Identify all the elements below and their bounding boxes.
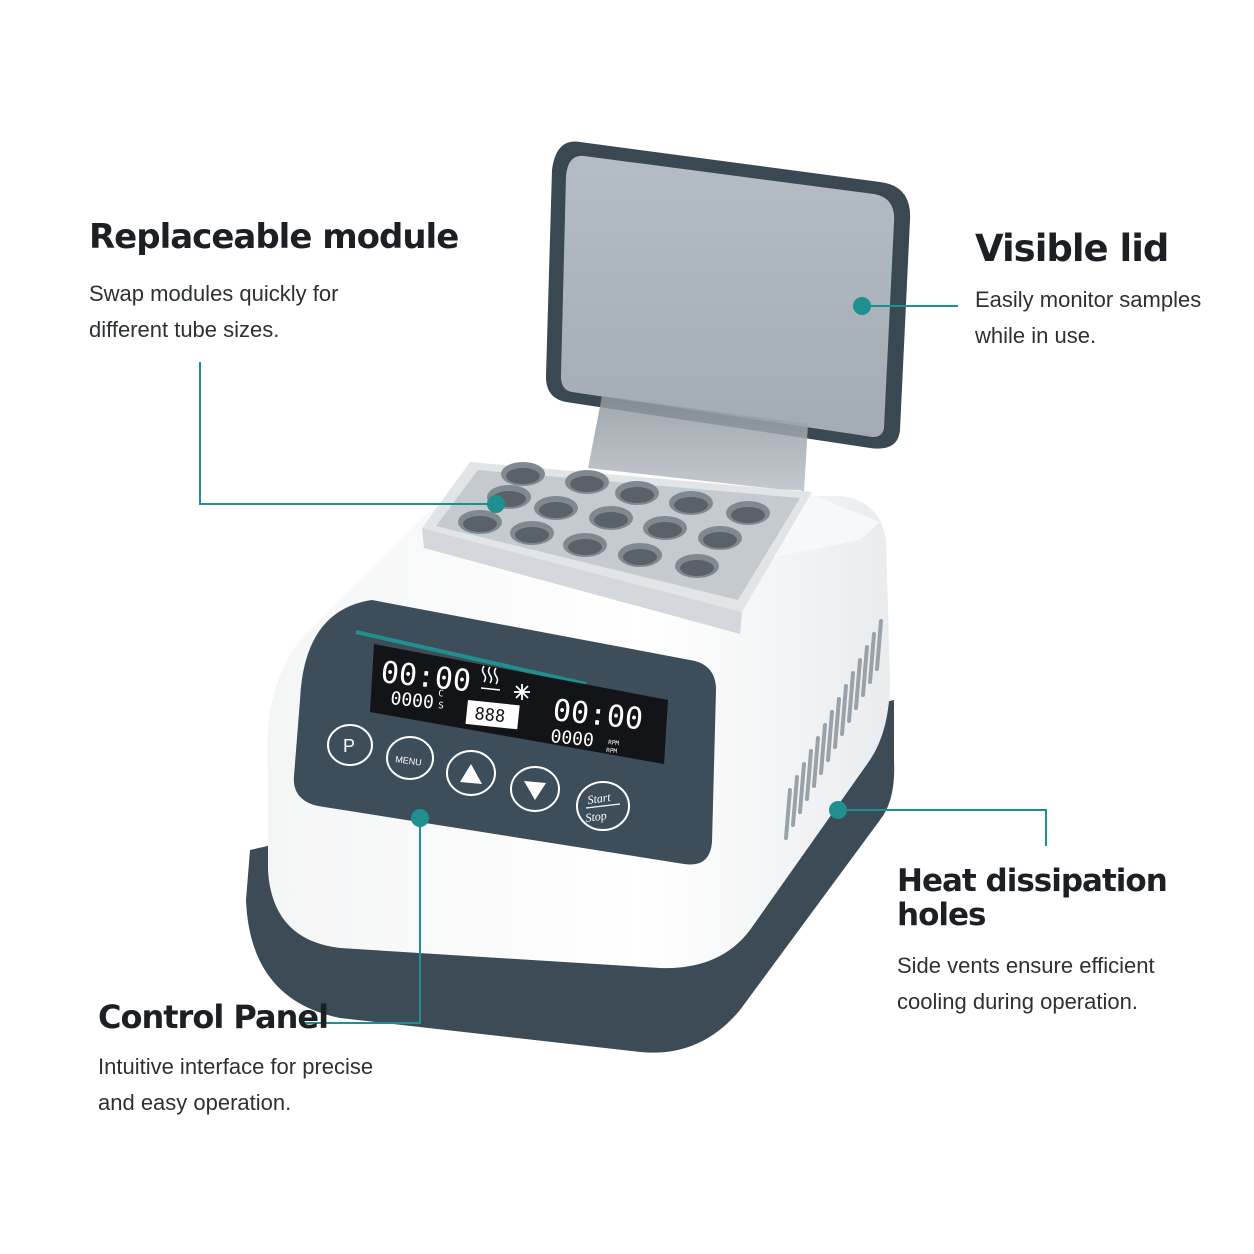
tube-wells bbox=[458, 462, 770, 578]
control-buttons: P MENU Start Stop bbox=[327, 724, 630, 831]
vent-slot bbox=[833, 697, 841, 749]
rpm-readout: 0000 bbox=[549, 726, 594, 751]
temp-unit-top: C bbox=[438, 689, 444, 700]
start-label: Start bbox=[586, 790, 612, 807]
control-panel bbox=[293, 600, 716, 865]
callout-heat-dissipation: Heat dissipation holes Side vents ensure… bbox=[897, 864, 1237, 1020]
panel-line-1: Intuitive interface for precise bbox=[98, 1054, 374, 1080]
tube-well-hole bbox=[620, 487, 654, 503]
p-button-label: P bbox=[343, 736, 355, 756]
tube-well-hole bbox=[515, 527, 549, 543]
heat-line-2: cooling during operation. bbox=[897, 989, 1138, 1015]
callout-dots bbox=[411, 297, 871, 827]
vent-slot bbox=[784, 788, 792, 840]
lid-line-2: while in use. bbox=[975, 322, 1097, 348]
triangle-up-icon bbox=[460, 764, 482, 784]
callout-replaceable-module: Replaceable module Swap modules quickly … bbox=[89, 217, 469, 348]
module-line-2: different tube sizes. bbox=[89, 317, 280, 343]
center-readout-box bbox=[465, 700, 520, 730]
callout-control-panel: Control Panel Intuitive interface for pr… bbox=[98, 998, 428, 1121]
vent-slot bbox=[805, 749, 813, 801]
panel-title: Control Panel bbox=[98, 998, 329, 1036]
tube-well-hole bbox=[568, 539, 602, 555]
lcd-screen bbox=[370, 644, 668, 764]
module-line-1: Swap modules quickly for bbox=[89, 281, 339, 307]
module-title: Replaceable module bbox=[89, 217, 459, 257]
vent-slot bbox=[861, 645, 869, 697]
vent-slot bbox=[791, 775, 799, 827]
triangle-down-icon bbox=[524, 781, 546, 800]
tube-well-hole bbox=[570, 476, 604, 492]
vent-slot bbox=[854, 658, 862, 710]
temperature-sub-readout: 0000 bbox=[389, 688, 434, 713]
lid bbox=[545, 141, 911, 492]
lid-title: Visible lid bbox=[975, 227, 1169, 270]
heat-title: Heat dissipation holes bbox=[897, 863, 1168, 934]
tube-well-hole bbox=[463, 516, 497, 532]
heat-icon bbox=[480, 665, 501, 691]
heat-dissipation-vents bbox=[784, 619, 883, 840]
vent-slot bbox=[826, 710, 834, 762]
panel-connector-line bbox=[303, 818, 421, 1024]
panel-description: Intuitive interface for precise and easy… bbox=[98, 1049, 428, 1121]
center-readout: 888 bbox=[473, 704, 506, 727]
tube-well-hole bbox=[703, 532, 737, 548]
heat-line-1: Side vents ensure efficient bbox=[897, 953, 1155, 979]
tube-well-hole bbox=[648, 522, 682, 538]
rpm-unit-top: RPM bbox=[608, 739, 620, 747]
vent-slot bbox=[868, 632, 876, 684]
start-stop-button[interactable]: Start Stop bbox=[576, 781, 630, 831]
tube-well-hole bbox=[680, 560, 714, 576]
module-description: Swap modules quickly for different tube … bbox=[89, 276, 469, 348]
tube-well-hole bbox=[674, 497, 708, 513]
callout-connectors bbox=[199, 305, 1047, 1024]
module-connector-line bbox=[199, 362, 496, 505]
heat-description: Side vents ensure efficient cooling duri… bbox=[897, 948, 1237, 1020]
p-button[interactable]: P bbox=[327, 724, 373, 766]
vent-slot bbox=[819, 723, 827, 775]
vent-slot bbox=[847, 671, 855, 723]
vent-slot bbox=[875, 619, 883, 671]
temp-unit-bottom: S bbox=[438, 701, 444, 712]
vent-slot bbox=[840, 684, 848, 736]
tube-well-hole bbox=[594, 512, 628, 528]
snowflake-icon bbox=[514, 684, 530, 700]
heat-dot bbox=[829, 801, 847, 819]
heat-connector-line bbox=[838, 809, 1047, 846]
tube-well-hole bbox=[731, 507, 765, 523]
module-dot bbox=[487, 495, 505, 513]
callout-visible-lid: Visible lid Easily monitor samples while… bbox=[975, 227, 1235, 354]
vent-slot bbox=[798, 762, 806, 814]
panel-line-2: and easy operation. bbox=[98, 1090, 292, 1116]
accent-line bbox=[355, 630, 587, 686]
tube-well-hole bbox=[623, 549, 657, 565]
up-button[interactable] bbox=[446, 750, 496, 796]
lid-line-1: Easily monitor samples bbox=[975, 286, 1202, 312]
stop-label: Stop bbox=[584, 808, 607, 825]
panel-dot bbox=[411, 809, 429, 827]
tube-well-hole bbox=[539, 502, 573, 518]
display-readouts: 00:00 0000 C S 00:00 0000 RPM RPM 888 bbox=[379, 655, 644, 755]
lid-dot bbox=[853, 297, 871, 315]
rpm-unit-bottom: RPM bbox=[606, 747, 618, 755]
menu-button-label: MENU bbox=[395, 754, 423, 768]
lid-description: Easily monitor samples while in use. bbox=[975, 282, 1235, 354]
vent-slot bbox=[812, 736, 820, 788]
menu-button[interactable]: MENU bbox=[386, 736, 434, 780]
down-button[interactable] bbox=[510, 766, 560, 812]
tube-well-hole bbox=[506, 468, 540, 484]
